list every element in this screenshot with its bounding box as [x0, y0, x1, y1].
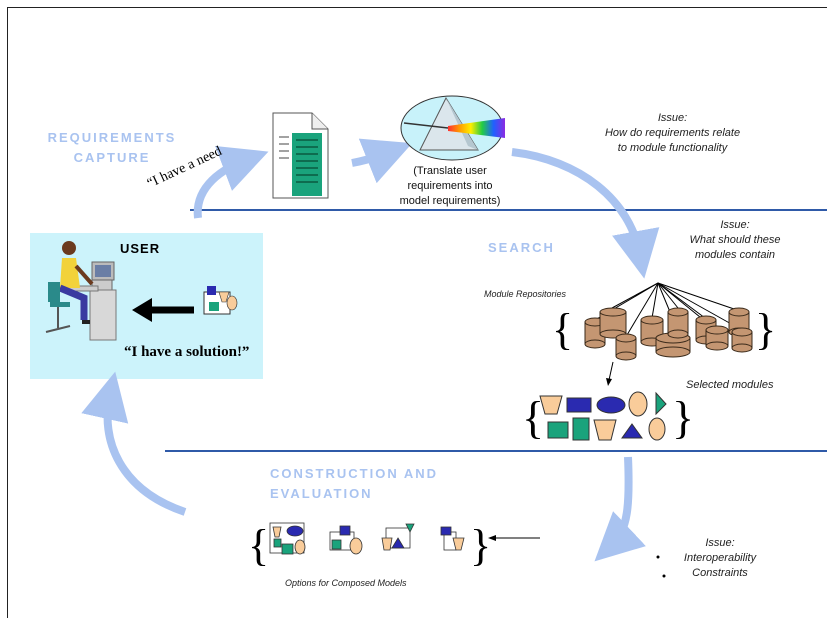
issue-requirements: Issue: How do requirements relate to mod… [580, 111, 765, 156]
module-repositories-label: Module Repositories [484, 289, 567, 299]
document-icon [272, 112, 329, 199]
phase-search: SEARCH [488, 240, 555, 255]
phase-construction-evaluation: CONSTRUCTION AND EVALUATION [245, 464, 438, 504]
prism-icon [400, 95, 505, 161]
composed-brace-left: { [248, 521, 269, 570]
translate-line3: model requirements) [399, 195, 501, 207]
flow-arrow-to-construction [594, 456, 646, 562]
issue3-bullet2: Constraints [692, 567, 748, 579]
issue1-line1: How do requirements relate [604, 127, 741, 139]
flow-arrow-need [193, 145, 269, 219]
solution-model-icon [203, 286, 238, 315]
repository-cylinders [584, 307, 753, 361]
selected-modules [539, 391, 667, 441]
issue2-line1: What should these [689, 234, 781, 246]
repository-fan-arrows [594, 282, 743, 337]
flow-arrow-doc-to-prism [351, 138, 413, 184]
selected-brace-left: { [522, 392, 544, 443]
solution-quote: “I have a solution!” [124, 344, 250, 360]
issue-modules: Issue: What should these modules contain [660, 218, 810, 263]
user-title: USER [120, 241, 161, 256]
flow-arrow-to-search [511, 148, 660, 279]
flow-arrow-to-user [81, 371, 187, 516]
phase-requirements-capture: REQUIREMENTS CAPTURE [32, 128, 192, 168]
composed-models-label: Options for Composed Models [285, 578, 407, 588]
selected-brace-right: } [672, 392, 694, 443]
phase-requirements-line2: CAPTURE [73, 150, 151, 165]
issue1-label: Issue: [657, 112, 688, 124]
issue1-line2: to module functionality [617, 142, 728, 154]
composed-brace-right: } [470, 521, 491, 570]
issue2-line2: modules contain [694, 249, 776, 261]
phase-requirements-line1: REQUIREMENTS [47, 130, 177, 145]
issue3-bullet1: Interoperability [683, 552, 757, 564]
issue3-label: Issue: [705, 537, 735, 549]
composed-model-3 [381, 523, 415, 551]
phase-construction-line2: EVALUATION [270, 486, 373, 501]
composed-model-2 [329, 525, 363, 555]
slide-frame [7, 7, 827, 618]
translate-text: (Translate user requirements into model … [385, 164, 515, 209]
user-at-computer-icon [45, 241, 117, 341]
translate-line1: (Translate user [413, 165, 487, 177]
composed-model-1 [269, 522, 306, 555]
selected-modules-label: Selected modules [686, 379, 774, 391]
issue-composition: Issue: Interoperability Constraints [665, 536, 775, 581]
composed-model-4 [440, 526, 465, 551]
phase-construction-line1: CONSTRUCTION AND [270, 466, 439, 481]
issue2-label: Issue: [720, 219, 750, 231]
select-arrow [608, 361, 614, 381]
translate-line2: requirements into [407, 180, 493, 192]
repo-brace-left: { [552, 305, 573, 354]
repo-brace-right: } [755, 305, 776, 354]
